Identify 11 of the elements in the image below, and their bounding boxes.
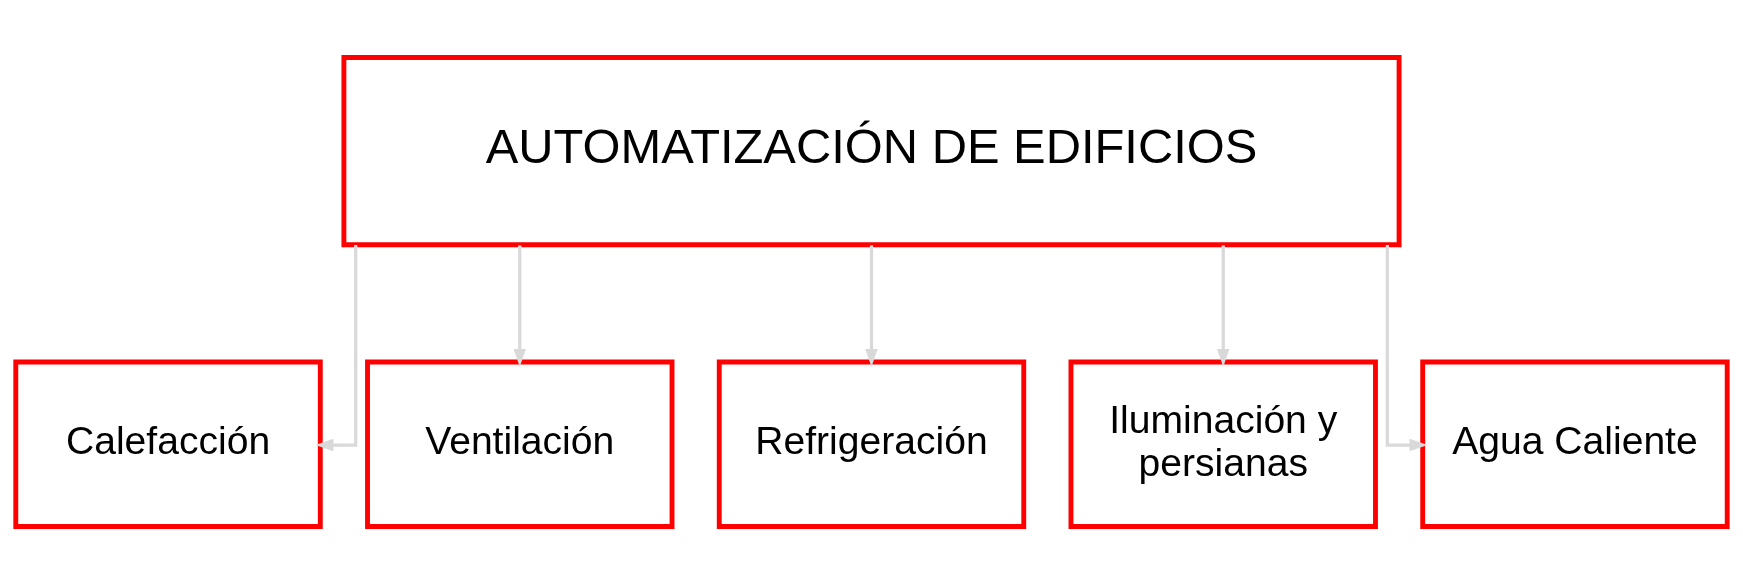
arrow: [1216, 245, 1230, 367]
arrow: [1385, 244, 1428, 452]
node-box: Iluminación y persianas: [1068, 359, 1378, 529]
arrow: [865, 245, 878, 367]
arrow: [315, 244, 358, 452]
arrow: [513, 245, 527, 367]
node-box: Agua Caliente: [1420, 359, 1730, 529]
node-box: Refrigeración: [716, 359, 1027, 529]
node-box: Calefacción: [13, 359, 323, 529]
node-box: AUTOMATIZACIÓN DE EDIFICIOS: [341, 55, 1402, 248]
node-box: Ventilación: [365, 359, 675, 529]
